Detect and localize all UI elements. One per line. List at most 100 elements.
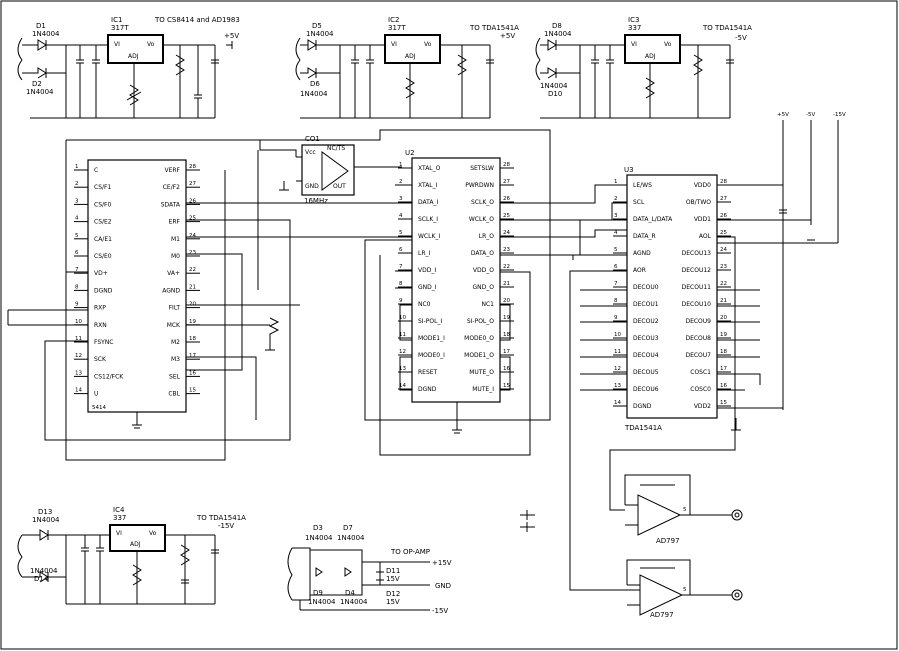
- u2-right-pin-num: 18: [503, 332, 510, 338]
- u1-left-pin-name: CS/F0: [94, 201, 111, 208]
- u2-ref: U2: [405, 149, 415, 157]
- u1-right-pin-name: M2: [171, 339, 180, 346]
- u3-right-pin-name: DECOU13: [682, 250, 712, 257]
- osc-ref: CO1: [305, 135, 320, 143]
- u2-right-pin-name: SETSLW: [470, 165, 494, 172]
- u1-left-pin-num: 11: [75, 336, 82, 342]
- u1-right-pin-name: M1: [171, 236, 180, 243]
- u3-right-pin-name: DECOU12: [682, 267, 712, 274]
- u2-left-pin-num: 6: [399, 247, 403, 253]
- u3-left-pin-name: DECOU6: [633, 386, 659, 393]
- u3-left-pin-num: 1: [614, 179, 618, 185]
- u2-left-pin-num: 9: [399, 298, 403, 304]
- bridge-z2: D12: [386, 590, 400, 598]
- u1-left-pin-name: CS12/FCK: [94, 373, 124, 380]
- u2-right-pin-name: SCLK_O: [471, 199, 494, 206]
- u3-left-pin-num: 14: [614, 400, 621, 406]
- u1-right-pin-name: SDATA: [161, 201, 181, 208]
- u3-right-pin-name: DECOU8: [685, 335, 711, 342]
- u2-left-pin-name: WCLK_I: [418, 233, 440, 240]
- u2-right-pin-name: SI-POL_O: [467, 318, 494, 325]
- u2-left-pin-name: GND_I: [418, 284, 437, 291]
- u3-right-pin-name: AOL: [699, 233, 712, 240]
- u1-left-pin-num: 12: [75, 353, 82, 359]
- u3-right-pin-num: 22: [720, 281, 727, 287]
- u1-right-pin-num: 24: [189, 233, 196, 239]
- u3-left-pin-name: AGND: [633, 250, 651, 257]
- u1-left-pin-num: 2: [75, 181, 79, 187]
- ic4-ref: IC4: [113, 506, 125, 514]
- regulator-ic3: D8 1N4004 1N4004 D10 IC3 337 VI Vo ADJ T…: [535, 16, 752, 119]
- ic3-diode-top-ref: D8: [552, 22, 562, 30]
- u2-right-pin-name: LR_O: [479, 233, 495, 240]
- u3-left-pin-num: 6: [614, 264, 618, 270]
- rail-label-2: -5V: [806, 112, 815, 118]
- u2-right-pin-num: 22: [503, 264, 510, 270]
- ic4-rail: -15V: [218, 522, 234, 530]
- opamp-top-part: AD797: [656, 537, 680, 545]
- u2-body: [411, 157, 501, 403]
- ic3-adj: ADJ: [645, 53, 656, 60]
- u1-right-pin-num: 15: [189, 388, 196, 394]
- u2-left-pin-name: NC0: [418, 301, 431, 308]
- ic1-adj: ADJ: [128, 53, 139, 60]
- u3-left-pin-num: 5: [614, 247, 618, 253]
- u1-left-pin-name: CS/E0: [94, 253, 112, 260]
- u1-left-pin-num: 6: [75, 250, 79, 256]
- ic1-diode-top-ref: D1: [36, 22, 46, 30]
- u1-right-pin-num: 23: [189, 250, 196, 256]
- u1-right-pin-name: ERF: [169, 219, 181, 226]
- u2-right-pin-name: MODE1_O: [464, 352, 494, 359]
- u1-footer: 5414: [92, 405, 106, 411]
- bridge-z1-v: 15V: [386, 575, 400, 583]
- u3-right-pin-name: DECOU10: [682, 301, 712, 308]
- u3-left-pin-name: DATA_L/DATA: [633, 216, 673, 223]
- u3-left-pin-num: 10: [614, 332, 621, 338]
- u1-left-pin-name: CS/E2: [94, 219, 112, 226]
- u3-left-pin-num: 9: [614, 315, 618, 321]
- u1-left-pin-name: C: [94, 167, 98, 174]
- u2-right-pin-name: NC1: [482, 301, 495, 308]
- u1-left-pin-name: SCK: [94, 356, 107, 363]
- ic4-diode-top-part: 1N4004: [32, 516, 60, 524]
- u3-left-pin-name: DECOU4: [633, 352, 659, 359]
- u1-right-pin-num: 21: [189, 284, 196, 290]
- u3-right-pin-name: OB/TWO: [686, 199, 711, 206]
- bridge-d-tl-part: 1N4004: [305, 534, 333, 542]
- u2-left-pin-name: XTAL_I: [418, 182, 438, 189]
- u2-right-pin-num: 27: [503, 179, 510, 185]
- osc-nc: NC/TS: [327, 145, 345, 152]
- ic1-vi: VI: [114, 41, 120, 48]
- ic4-diode-bot-ref: D14: [34, 575, 49, 583]
- u1-left-pin-num: 5: [75, 233, 79, 239]
- u1-right-pin-num: 26: [189, 198, 196, 204]
- opamp-top: AD797 5: [624, 474, 743, 545]
- u1-right-pin-num: 28: [189, 164, 196, 170]
- bridge-dest: TO OP-AMP: [390, 548, 430, 556]
- u1-left-pin-num: 7: [75, 267, 79, 273]
- u2-right-pin-name: VDD_O: [473, 267, 494, 274]
- bridge-d-br: D4: [345, 589, 355, 597]
- ic2-ref: IC2: [388, 16, 399, 24]
- ic2-adj: ADJ: [405, 53, 416, 60]
- bridge-out-pos: +15V: [432, 559, 452, 567]
- u2-left-pin-name: VDD_I: [418, 267, 436, 274]
- u1-right-pin-num: 18: [189, 336, 196, 342]
- bridge-d-bl: D9: [313, 589, 323, 597]
- u2-left-pin-num: 1: [399, 162, 403, 168]
- u1-left-pin-name: U: [94, 391, 98, 398]
- u3-right-pin-num: 23: [720, 264, 727, 270]
- u3-right-pin-num: 26: [720, 213, 727, 219]
- ic4-part: 337: [113, 514, 126, 522]
- bridge-d-tl: D3: [313, 524, 323, 532]
- ic1-rail: +5V: [224, 32, 239, 40]
- u3-left-pin-num: 12: [614, 366, 621, 372]
- u2-left-pin-num: 4: [399, 213, 403, 219]
- ic1-diode-bot-ref: D2: [32, 80, 42, 88]
- ic4-diode-bot-part: 1N4004: [30, 567, 58, 575]
- u1-right-pin-num: 27: [189, 181, 196, 187]
- u3-left-pin-num: 4: [614, 230, 618, 236]
